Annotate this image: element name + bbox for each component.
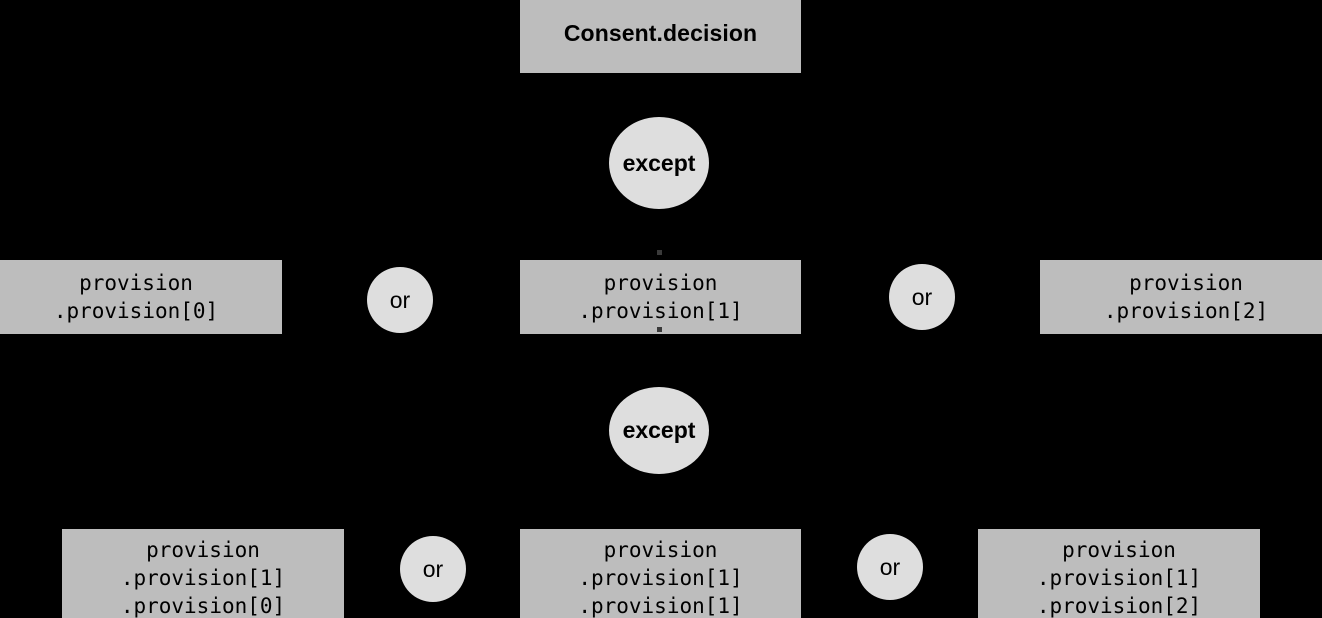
- node-label-provision-1-1: provision .provision[1] .provision[1]: [578, 537, 743, 618]
- node-label-or-1: or: [389, 286, 411, 313]
- node-label-except-1: except: [622, 149, 696, 176]
- node-label-provision-2: provision .provision[2]: [1103, 271, 1269, 323]
- node-label-root: Consent.decision: [563, 19, 758, 46]
- node-label-except-2: except: [622, 417, 696, 443]
- node-or-3[interactable]: or: [400, 536, 466, 602]
- node-label-provision-1-0: provision .provision[1] .provision[0]: [120, 537, 286, 618]
- node-root[interactable]: Consent.decision: [520, 0, 801, 73]
- node-or-1[interactable]: or: [367, 267, 433, 333]
- node-label-or-4: or: [879, 553, 901, 580]
- edge-connector-dot: [657, 250, 662, 255]
- node-label-provision-1: provision .provision[1]: [578, 271, 743, 323]
- node-provision-0[interactable]: provision .provision[0]: [0, 260, 282, 334]
- node-or-4[interactable]: or: [857, 534, 923, 600]
- node-provision-1-0[interactable]: provision .provision[1] .provision[0]: [62, 529, 344, 618]
- node-label-provision-1-2: provision .provision[1] .provision[2]: [1036, 537, 1202, 618]
- node-or-2[interactable]: or: [889, 264, 955, 330]
- node-provision-1[interactable]: provision .provision[1]: [520, 260, 801, 334]
- node-provision-1-1[interactable]: provision .provision[1] .provision[1]: [520, 529, 801, 618]
- node-except-2[interactable]: except: [609, 387, 709, 474]
- node-provision-1-2[interactable]: provision .provision[1] .provision[2]: [978, 529, 1260, 618]
- edge-connector-dot: [657, 327, 662, 332]
- node-except-1[interactable]: except: [609, 117, 709, 209]
- node-label-or-3: or: [422, 555, 444, 582]
- node-provision-2[interactable]: provision .provision[2]: [1040, 260, 1322, 334]
- node-label-or-2: or: [911, 283, 933, 310]
- node-label-provision-0: provision .provision[0]: [53, 271, 219, 323]
